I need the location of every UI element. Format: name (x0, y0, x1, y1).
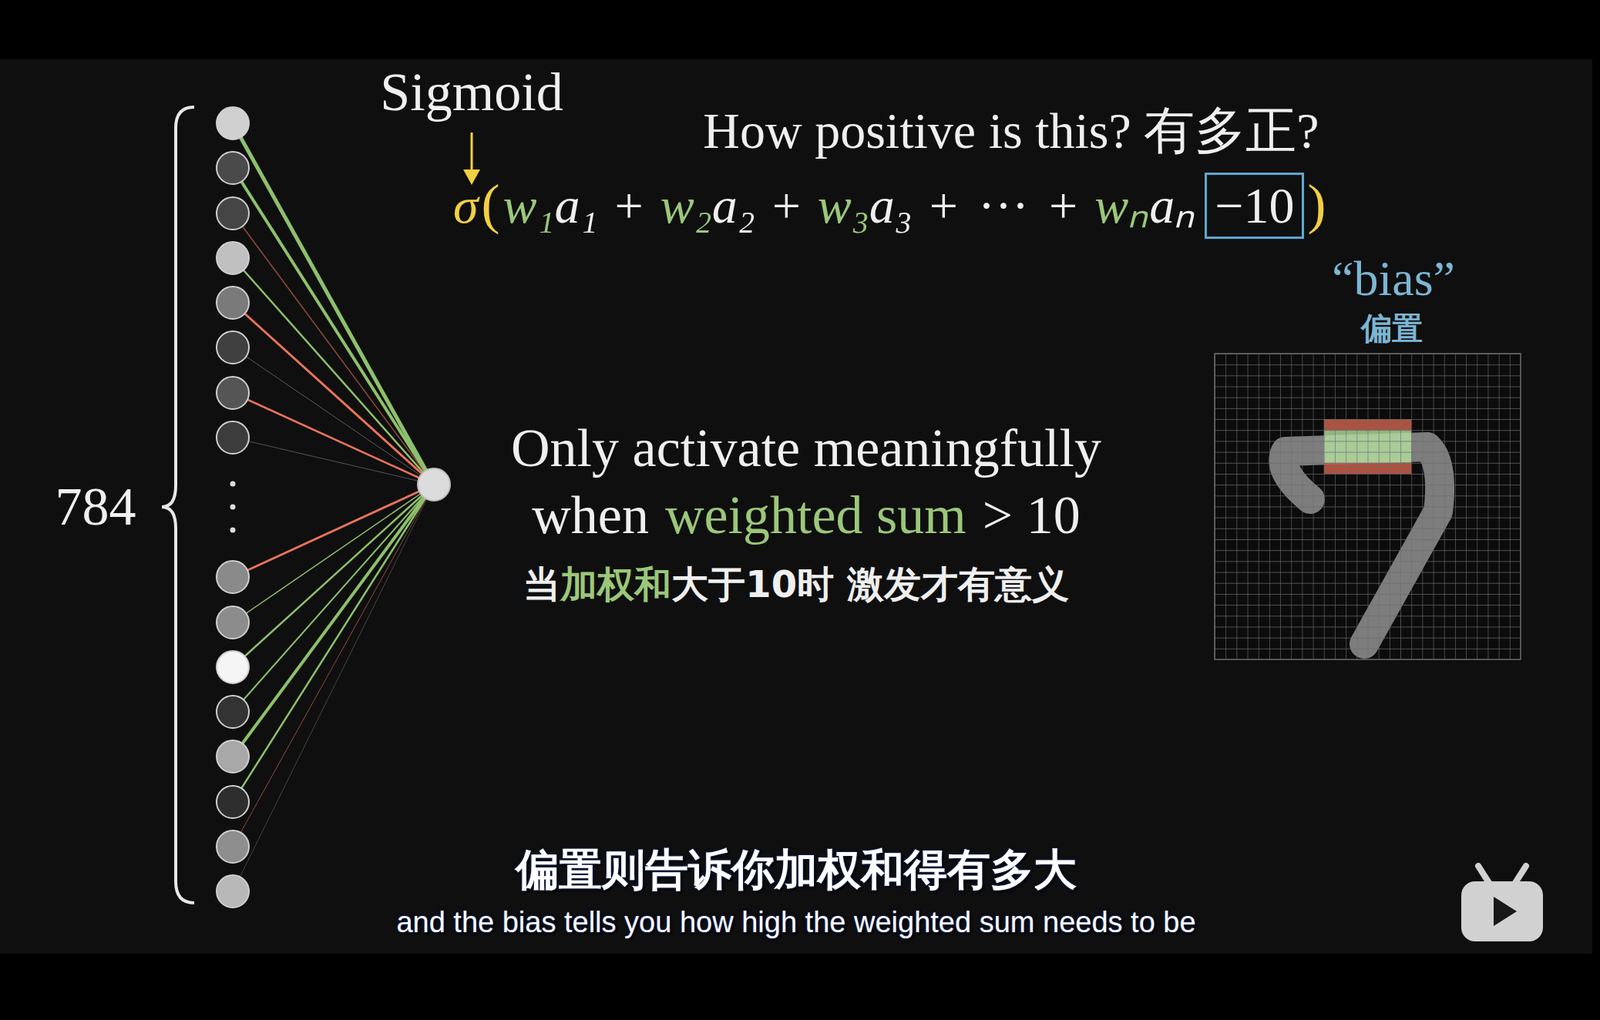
input-neuron (216, 376, 249, 410)
bias-box: −10 (1204, 172, 1305, 239)
input-neuron (216, 421, 249, 454)
input-neuron (216, 830, 249, 864)
weight-lines (232, 123, 434, 892)
subtitle-english: and the bias tells you how high the weig… (396, 906, 1196, 941)
video-frame (0, 59, 1593, 955)
brace (161, 107, 195, 904)
plus-sign: + (1048, 176, 1078, 236)
explanation-line: whenweighted sum> 10 (531, 484, 1080, 548)
grid-border (1214, 353, 1521, 660)
weighted-sum-chinese: 加权和 (560, 563, 672, 606)
explanation-chinese-line: 当加权和大于10时 激发才有意义 (523, 563, 1069, 606)
explanation-text: > 10 (982, 484, 1081, 548)
input-neuron (216, 606, 249, 639)
ellipsis: ··· (978, 176, 1029, 236)
input-neuron (216, 561, 249, 594)
explanation-text: Only activate meaningfully (510, 417, 1102, 481)
function-name: Sigmoid (379, 61, 563, 125)
weight-line (232, 213, 434, 485)
weight-line (232, 484, 434, 623)
weight-line (232, 347, 434, 485)
weight-line (232, 484, 434, 892)
explanation-text: when (531, 484, 649, 548)
question-text: How positive is this? 有多正? (702, 101, 1319, 161)
input-neuron (216, 286, 249, 320)
image-ground (1214, 353, 1521, 660)
weight-line (232, 258, 434, 485)
parenthesis: ) (1307, 172, 1326, 237)
sigmoid-arrow (470, 132, 474, 172)
bias-label-chinese: 偏置 (1361, 310, 1423, 347)
weight-symbol: wₙ (1094, 176, 1150, 236)
activation-symbol: a₃ (869, 176, 913, 236)
plus-sign: + (772, 176, 801, 236)
activation-symbol: aₙ (1149, 176, 1196, 236)
ellipsis-dot (230, 504, 236, 511)
plus-sign: + (614, 176, 643, 236)
input-neuron (216, 875, 249, 908)
explanation-chinese: 大于10时 激发才有意义 (671, 563, 1069, 606)
weight-line (232, 302, 434, 485)
weight-line (232, 484, 434, 713)
bias-value: −10 (1214, 176, 1295, 236)
input-neuron (216, 740, 249, 774)
weight-line (232, 168, 434, 485)
icon-ear (1478, 866, 1490, 884)
input-neuron (216, 695, 249, 729)
weight-line (232, 484, 434, 803)
input-neuron (216, 107, 249, 140)
icon-play (1493, 897, 1517, 927)
digit-image (1214, 353, 1521, 660)
input-neuron (216, 651, 249, 684)
input-neuron (216, 331, 249, 364)
explanation-chinese: 当 (523, 563, 561, 606)
subtitle-chinese: 偏置则告诉你加权和得有多大 (515, 845, 1077, 895)
input-neuron (216, 197, 249, 230)
weighted-sum-term: weighted sum (665, 484, 967, 548)
input-neuron (216, 151, 249, 185)
sigmoid-symbol: σ (453, 176, 479, 236)
weight-line (232, 437, 434, 485)
icon-body (1461, 881, 1543, 942)
pixel-grid (1214, 353, 1521, 660)
weight-symbol: w₂ (660, 176, 713, 236)
weight-line (232, 484, 434, 757)
weight-line (232, 393, 434, 485)
weight-line (232, 484, 434, 848)
formula: σ(w₁a₁+w₂a₂+w₃a₃+···+wₙaₙ)−10 (453, 172, 1326, 239)
input-neurons (216, 107, 249, 908)
ellipsis-dot (230, 481, 236, 488)
bias-label: “bias” (1331, 250, 1456, 308)
icon-ear (1515, 866, 1527, 884)
activation-symbol: a₂ (712, 176, 756, 236)
player-icon (1461, 866, 1543, 942)
output-neuron (417, 468, 451, 501)
ellipsis-dot (230, 527, 236, 534)
plus-sign: + (929, 176, 958, 236)
input-neuron (216, 786, 249, 819)
parenthesis: ( (481, 172, 501, 237)
weight-symbol: w₁ (503, 176, 555, 236)
weight-line (232, 123, 434, 485)
weight-symbol: w₃ (817, 176, 870, 236)
activation-symbol: a₁ (554, 176, 599, 236)
input-count: 784 (55, 476, 137, 539)
weight-line (232, 484, 434, 668)
input-neuron (216, 242, 249, 275)
